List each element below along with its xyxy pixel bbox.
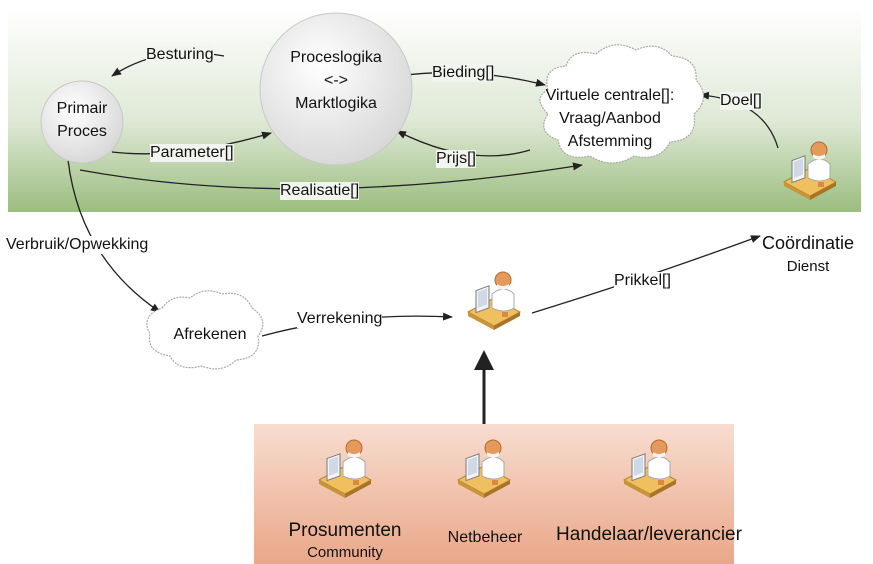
node-virtueel-label: Virtuele centrale[]: Vraag/Aanbod Afstem… xyxy=(535,84,685,153)
person-at-desk-icon xyxy=(467,271,521,331)
node-primair-line2: Proces xyxy=(57,123,107,140)
node-coordinatie-line2: Dienst xyxy=(786,258,830,275)
node-logika-line2: <-> xyxy=(323,72,348,89)
actor-prosumenten-line1: Prosumenten xyxy=(288,520,402,541)
node-primair-label: Primair Proces xyxy=(42,97,122,143)
top-panel xyxy=(8,8,861,212)
actor-netbeheer-label: Netbeheer xyxy=(447,529,523,546)
edge-label-verbruik: Verbruik/Opwekking xyxy=(6,236,149,254)
node-proceslogika xyxy=(259,12,413,166)
node-afrekenen-label: Afrekenen xyxy=(173,326,247,343)
actor-handelaar-label: Handelaar/leverancier xyxy=(556,524,742,545)
node-logika-line1: Proceslogika xyxy=(290,49,382,66)
actor-prosumenten-label: Prosumenten Community xyxy=(270,520,420,564)
edge-label-realisatie: Realisatie[] xyxy=(280,182,360,200)
node-logika-label: Proceslogika <-> Marktlogika xyxy=(276,46,396,115)
edge-label-prijs: Prijs[] xyxy=(436,150,476,168)
edge-label-prikkel: Prikkel[] xyxy=(614,272,671,290)
node-logika-line3: Marktlogika xyxy=(295,95,377,112)
node-primair-line1: Primair xyxy=(56,100,108,117)
node-afrekenen xyxy=(146,290,264,370)
node-coordinatie-line1: Coördinatie xyxy=(761,233,855,253)
node-virtueel-line1: Virtuele centrale[]: xyxy=(545,87,675,104)
edge-doel xyxy=(699,91,779,149)
edge-label-verrekening: Verrekening xyxy=(297,310,383,328)
actor-prosumenten-line2: Community xyxy=(307,544,383,561)
node-coordinatie-label: Coördinatie Dienst xyxy=(748,232,868,278)
node-primair-proces xyxy=(40,80,124,164)
edge-actors-up-head xyxy=(474,350,494,370)
node-virtueel-line2: Vraag/Aanbod xyxy=(559,110,661,127)
edge-label-bieding: Bieding[] xyxy=(432,64,495,82)
edge-label-parameter: Parameter[] xyxy=(150,144,234,162)
node-virtueel-line3: Afstemming xyxy=(567,133,653,150)
node-virtuele-centrale xyxy=(539,44,705,164)
edge-label-doel: Doel[] xyxy=(720,92,762,110)
edge-label-besturing: Besturing xyxy=(146,46,214,64)
